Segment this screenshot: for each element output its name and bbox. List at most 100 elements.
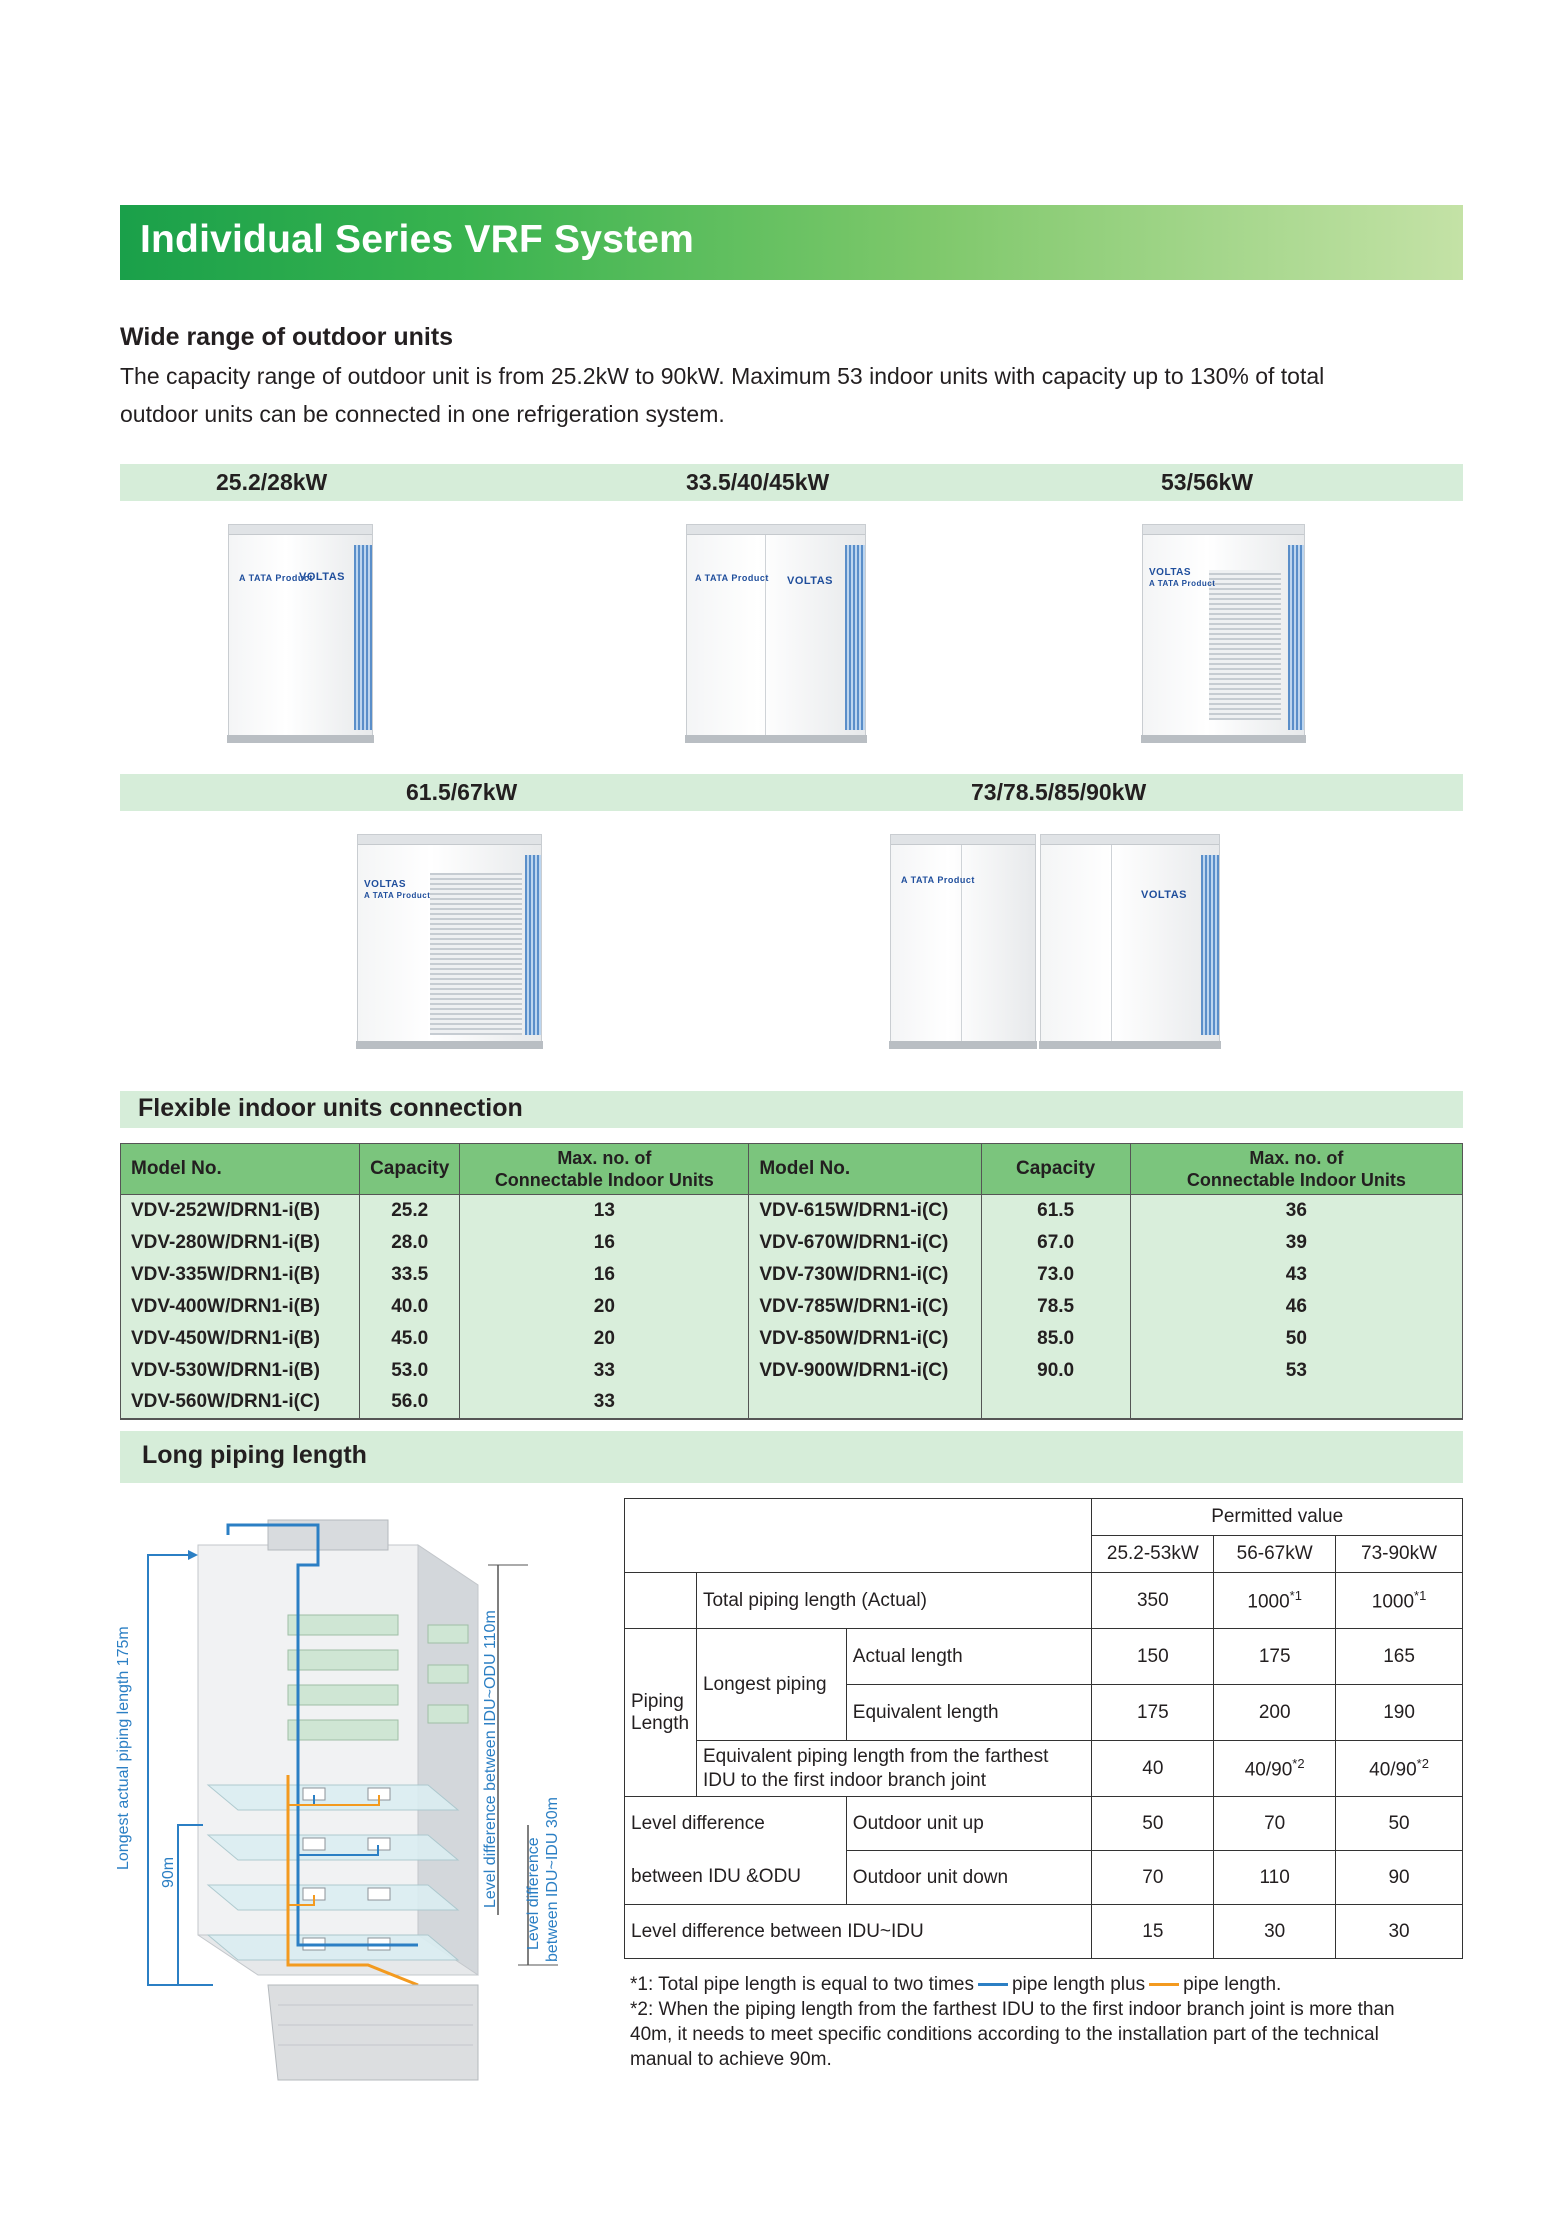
capacity-cell: 25.2 — [359, 1194, 461, 1227]
capacity-cell: 56.0 — [359, 1386, 461, 1420]
longest-piping-label: Longest piping — [695, 1628, 847, 1741]
outdoor-unit-image: A TATA Product VOLTAS — [685, 524, 867, 743]
diagram-label-idu-idu-2: between IDU~IDU 30m — [544, 1797, 561, 1962]
model-cell: VDV-615W/DRN1-i(C) — [748, 1194, 982, 1227]
up-value: 70 — [1213, 1796, 1337, 1851]
outdoor-unit-image: A TATA Product — [889, 834, 1037, 1049]
capacity-cell: 78.5 — [980, 1290, 1131, 1323]
outdoor-up-label: Outdoor unit up — [845, 1796, 1093, 1851]
total-value: 1000*1 — [1213, 1572, 1337, 1629]
max-cell: 20 — [459, 1322, 750, 1355]
capacity-cell: 67.0 — [980, 1226, 1131, 1259]
diagram-label-idu-idu-1: Level difference — [525, 1837, 542, 1950]
capacity-strip-2: 61.5/67kW 73/78.5/85/90kW — [120, 774, 1463, 811]
max-cell: 20 — [459, 1290, 750, 1323]
capacity-cell — [980, 1386, 1131, 1420]
flexible-strip: Flexible indoor units connection — [120, 1091, 1463, 1128]
capacity-label: 33.5/40/45kW — [686, 469, 830, 495]
outdoor-unit-image: VOLTAS A TATA Product — [356, 834, 543, 1049]
unit-brand: A TATA Product — [364, 891, 431, 900]
capacity-cell: 73.0 — [980, 1258, 1131, 1291]
unit-brand: VOLTAS — [787, 575, 833, 587]
max-cell: 46 — [1129, 1290, 1464, 1323]
piping-heading: Long piping length — [142, 1441, 367, 1469]
down-value: 70 — [1091, 1850, 1215, 1905]
actual-length-label: Actual length — [845, 1628, 1093, 1685]
unit-brand: VOLTAS — [1141, 889, 1187, 901]
down-value: 90 — [1335, 1850, 1463, 1905]
header-max-line1: Max. no. of — [1249, 1148, 1344, 1168]
model-cell: VDV-400W/DRN1-i(B) — [119, 1290, 361, 1323]
piping-length-label: Piping Length — [624, 1628, 697, 1797]
farthest-value: 40 — [1091, 1740, 1215, 1797]
capacity-label: 25.2/28kW — [216, 469, 328, 495]
note-2-line-1: *2: When the piping length from the fart… — [630, 1999, 1395, 2020]
model-cell: VDV-530W/DRN1-i(B) — [119, 1354, 361, 1387]
unit-brand: VOLTAS — [364, 879, 407, 890]
col-header: 73-90kW — [1335, 1535, 1463, 1573]
outdoor-unit-image: VOLTAS A TATA Product — [1141, 524, 1306, 743]
actual-value: 175 — [1213, 1628, 1337, 1685]
max-cell: 16 — [459, 1258, 750, 1291]
max-cell: 16 — [459, 1226, 750, 1259]
model-cell: VDV-900W/DRN1-i(C) — [748, 1354, 982, 1387]
orange-pipe-swatch — [1149, 1983, 1180, 1987]
col-header: 56-67kW — [1213, 1535, 1337, 1573]
max-cell: 33 — [459, 1354, 750, 1387]
capacity-label: 73/78.5/85/90kW — [971, 779, 1147, 805]
up-value: 50 — [1091, 1796, 1215, 1851]
blue-pipe-swatch — [977, 1983, 1008, 1987]
capacity-cell: 45.0 — [359, 1322, 461, 1355]
piping-table: Permitted value 25.2-53kW 56-67kW 73-90k… — [623, 1498, 1463, 1959]
model-table: Model No. Capacity Max. no. of Connectab… — [119, 1143, 1464, 1420]
note-2-line-3: manual to achieve 90m. — [630, 2049, 832, 2070]
capacity-cell: 85.0 — [980, 1322, 1131, 1355]
unit-brand: A TATA Product — [1149, 579, 1216, 588]
model-cell: VDV-450W/DRN1-i(B) — [119, 1322, 361, 1355]
actual-value: 165 — [1335, 1628, 1463, 1685]
unit-brand: VOLTAS — [299, 571, 345, 583]
capacity-cell: 53.0 — [359, 1354, 461, 1387]
flexible-heading: Flexible indoor units connection — [138, 1094, 523, 1122]
header-max-line2: Connectable Indoor Units — [1186, 1170, 1406, 1190]
unit-brand: A TATA Product — [239, 573, 313, 583]
idu-idu-value: 30 — [1335, 1904, 1463, 1959]
capacity-label: 53/56kW — [1161, 469, 1254, 495]
model-cell: VDV-730W/DRN1-i(C) — [748, 1258, 982, 1291]
max-cell: 53 — [1129, 1354, 1464, 1387]
header-max-line1: Max. no. of — [557, 1148, 652, 1168]
page-title: Individual Series VRF System — [140, 218, 694, 261]
header-max-line2: Connectable Indoor Units — [494, 1170, 714, 1190]
up-value: 50 — [1335, 1796, 1463, 1851]
header-max: Max. no. of Connectable Indoor Units — [459, 1143, 750, 1195]
diagram-label-idu-odu: Level difference between IDU~ODU 110m — [482, 1610, 499, 1908]
capacity-cell: 90.0 — [980, 1354, 1131, 1387]
model-cell: VDV-560W/DRN1-i(C) — [119, 1386, 361, 1420]
max-cell — [1129, 1386, 1464, 1420]
wide-range-heading: Wide range of outdoor units — [120, 323, 454, 351]
model-cell: VDV-335W/DRN1-i(B) — [119, 1258, 361, 1291]
idu-idu-label: Level difference between IDU~IDU — [623, 1904, 1093, 1959]
total-value: 1000*1 — [1335, 1572, 1463, 1629]
wide-range-line-1: The capacity range of outdoor unit is fr… — [120, 363, 1325, 389]
equivalent-value: 190 — [1335, 1684, 1463, 1741]
unit-brand: A TATA Product — [901, 875, 975, 885]
farthest-value: 40/90*2 — [1335, 1740, 1463, 1797]
diagram-label-longest: Longest actual piping length 175m — [115, 1626, 132, 1870]
total-label: Total piping length (Actual) — [695, 1572, 1093, 1629]
farthest-label: Equivalent piping length from the farthe… — [695, 1740, 1093, 1797]
permitted-value: Permitted value — [1091, 1498, 1463, 1536]
max-cell: 13 — [459, 1194, 750, 1227]
equivalent-value: 175 — [1091, 1684, 1215, 1741]
idu-idu-value: 30 — [1213, 1904, 1337, 1959]
unit-brand: VOLTAS — [1149, 567, 1192, 578]
equivalent-value: 200 — [1213, 1684, 1337, 1741]
model-cell: VDV-280W/DRN1-i(B) — [119, 1226, 361, 1259]
total-value: 350 — [1091, 1572, 1215, 1629]
